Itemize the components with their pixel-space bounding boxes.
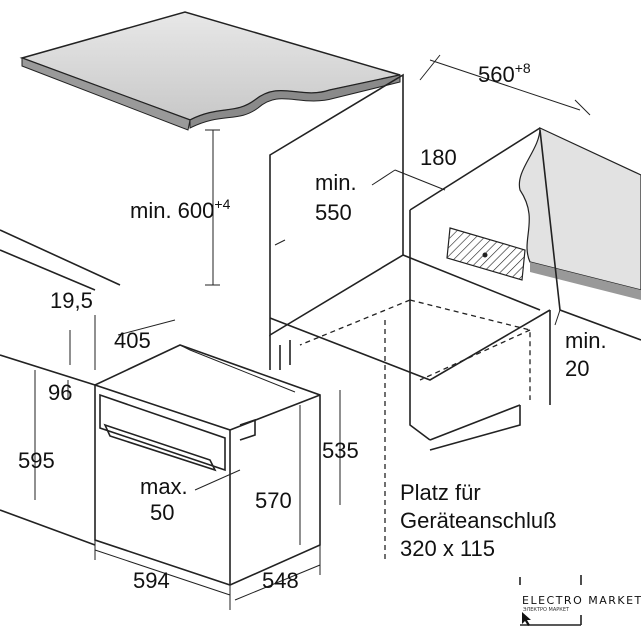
- dim-niche-depth: 560+8: [478, 60, 531, 87]
- dim-min-550-line2: 550: [315, 200, 352, 225]
- dim-min-20-line2: 20: [565, 356, 589, 381]
- dim-niche-height: min. 600+4: [130, 196, 231, 223]
- cursor-icon: [522, 612, 531, 626]
- dim-19-5: 19,5: [50, 288, 93, 313]
- dim-vent-180: 180: [420, 145, 457, 170]
- dim-min-550-line1: min.: [315, 170, 357, 195]
- connection-note-line2: Geräteanschluß: [400, 508, 557, 533]
- oven: [94, 344, 321, 586]
- connection-note-line1: Platz für: [400, 480, 481, 505]
- dim-595: 595: [18, 448, 55, 473]
- dimension-lines: [34, 54, 591, 610]
- electro-market-logo: ELECTRO MARKET ЭЛЕКТРО МАРКЕТ: [519, 575, 641, 626]
- dim-96: 96: [48, 380, 72, 405]
- dim-594: 594: [133, 568, 170, 593]
- logo-text: ELECTRO MARKET: [522, 594, 641, 607]
- dim-405: 405: [114, 328, 151, 353]
- dim-max-50-line1: max.: [140, 474, 188, 499]
- dim-570: 570: [255, 488, 292, 513]
- countertop: [19, 11, 401, 131]
- connection-note-line3: 320 x 115: [400, 536, 495, 561]
- vent-opening: [446, 227, 526, 281]
- wall: [518, 127, 641, 300]
- dim-max-50-line2: 50: [150, 500, 174, 525]
- dim-535: 535: [322, 438, 359, 463]
- dim-548: 548: [262, 568, 299, 593]
- logo-subtext: ЭЛЕКТРО МАРКЕТ: [523, 607, 570, 613]
- dim-min-20-line1: min.: [565, 328, 607, 353]
